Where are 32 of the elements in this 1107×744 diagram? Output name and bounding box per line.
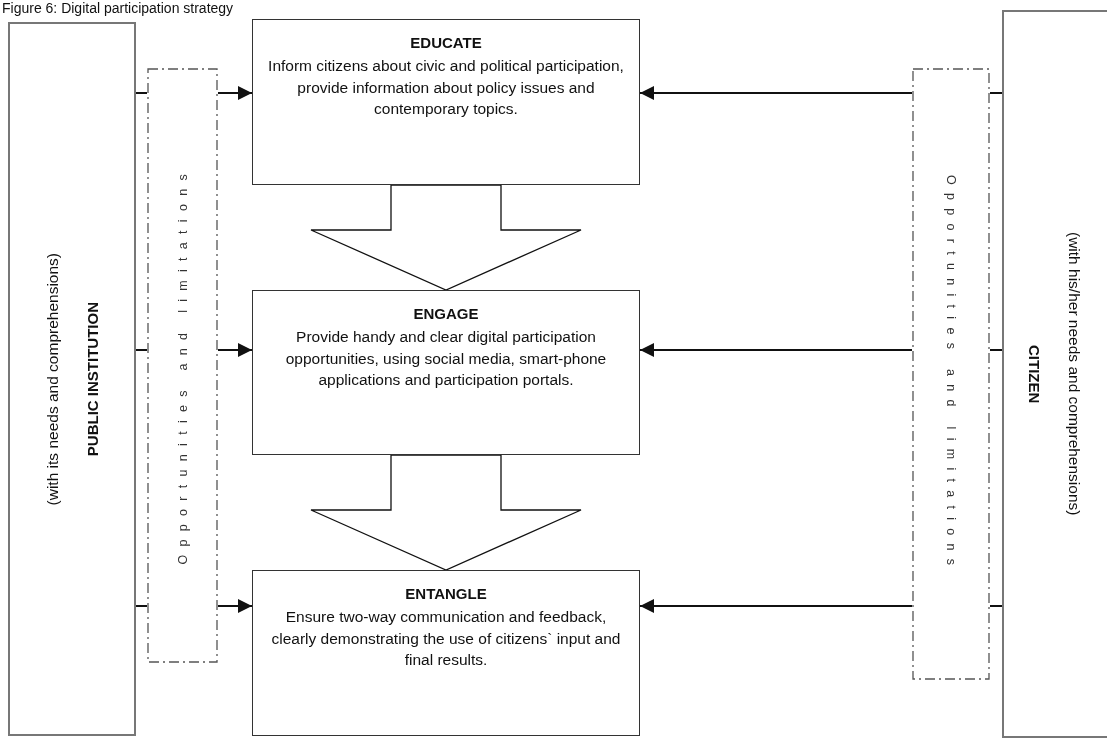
actor-title: PUBLIC INSTITUTION bbox=[83, 301, 101, 457]
connector-line bbox=[135, 605, 148, 607]
box-heading: ENTANGLE bbox=[405, 585, 487, 602]
connector-line bbox=[989, 349, 1003, 351]
actor-subtitle: (with its needs and comprehensions) bbox=[43, 252, 62, 506]
box-description: Inform citizens about civic and political participation, provide information about policy issues and contemporary topics. bbox=[267, 56, 625, 120]
connector-line bbox=[989, 92, 1003, 94]
stage-box bbox=[252, 290, 640, 455]
block-arrow bbox=[310, 454, 582, 571]
stage-box bbox=[252, 570, 640, 736]
box-heading: ENGAGE bbox=[413, 305, 479, 322]
arrow bbox=[639, 343, 913, 357]
vertical-label: Opportunities and limitations bbox=[944, 174, 958, 574]
block-arrow bbox=[310, 184, 582, 291]
actor-subtitle: (with his/her needs and comprehensions) bbox=[1065, 232, 1083, 516]
stage-box bbox=[252, 19, 640, 185]
vertical-label: Opportunities and limitations bbox=[175, 166, 190, 565]
arrow bbox=[639, 599, 913, 613]
box-description: Provide handy and clear digital participation opportunities, using social media, smart-phone applications and participation portals. bbox=[284, 327, 608, 391]
arrow bbox=[639, 86, 913, 100]
actor-panel bbox=[8, 22, 136, 736]
figure-title: Figure 6: Digital participation strategy bbox=[2, 0, 234, 16]
connector-line bbox=[135, 92, 148, 94]
connector-line bbox=[989, 605, 1003, 607]
actor-title: CITIZEN bbox=[1026, 344, 1043, 404]
connector-line bbox=[135, 349, 148, 351]
box-description: Ensure two-way communication and feedback, clearly demonstrating the use of citizens` input and final results. bbox=[270, 607, 622, 671]
arrow bbox=[217, 86, 253, 100]
arrow bbox=[217, 343, 253, 357]
arrow bbox=[217, 599, 253, 613]
box-heading: EDUCATE bbox=[410, 34, 482, 51]
actor-panel bbox=[1002, 10, 1107, 738]
